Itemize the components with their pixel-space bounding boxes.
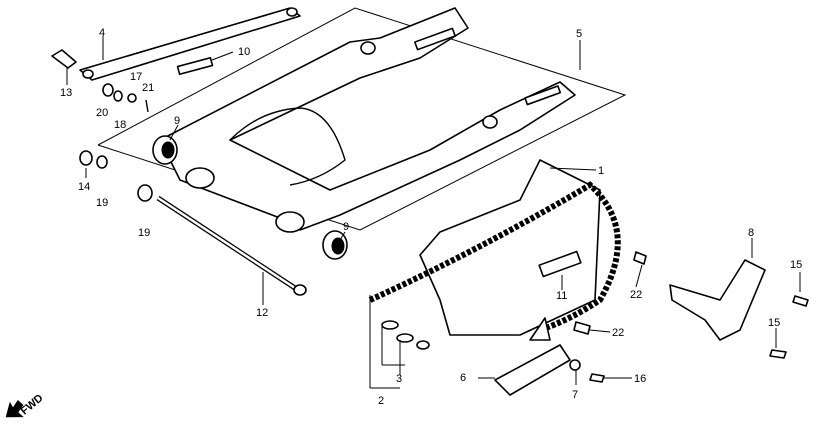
callout-2: 2	[378, 395, 384, 407]
callout-14: 14	[78, 181, 90, 193]
callout-7: 7	[572, 389, 578, 401]
callout-19a: 19	[96, 197, 108, 209]
callout-9a: 9	[174, 115, 180, 127]
bushing-upper	[152, 135, 178, 165]
chain-case-part	[419, 159, 601, 336]
bolt-22a	[633, 251, 647, 265]
bushing-lower	[322, 230, 348, 260]
callout-21: 21	[142, 82, 154, 94]
callout-15a: 15	[790, 259, 802, 271]
swingarm-part	[159, 7, 576, 233]
bolt-13	[51, 49, 77, 69]
fwd-label: FWD	[19, 392, 46, 417]
nut-17	[127, 93, 137, 103]
bolt-15b	[769, 349, 787, 359]
callout-9b: 9	[343, 221, 349, 233]
bolt-22b	[573, 321, 591, 335]
bracket-part	[669, 259, 766, 341]
master-link-parts	[381, 320, 430, 350]
leader-lines	[66, 36, 801, 389]
callout-11: 11	[556, 290, 567, 302]
callout-16: 16	[634, 373, 646, 385]
washer-20	[102, 83, 114, 97]
callout-22a: 22	[630, 289, 642, 301]
callout-8: 8	[748, 227, 754, 239]
callout-6: 6	[460, 372, 466, 384]
callout-10: 10	[238, 46, 250, 58]
drive-chain-part	[368, 181, 621, 333]
callout-20: 20	[96, 107, 108, 119]
fitting-14	[79, 150, 93, 166]
pivot-bolt-part	[156, 195, 307, 296]
pin-21	[145, 99, 149, 113]
slider-plate-part	[176, 56, 214, 76]
callout-18: 18	[114, 119, 126, 131]
nut-7	[569, 359, 581, 371]
washer-19a	[96, 155, 108, 169]
callout-5: 5	[576, 28, 582, 40]
callout-17: 17	[130, 71, 142, 83]
callout-13: 13	[60, 87, 72, 99]
callout-4: 4	[99, 27, 105, 39]
bolt-16	[589, 373, 605, 383]
callout-labels: 1 2 3 4 5 6 7 8 9 9 10 11 12 13 14 15 15…	[60, 27, 802, 407]
washer-18	[113, 90, 123, 102]
callout-12: 12	[256, 307, 268, 319]
stay-bar-part	[79, 7, 301, 81]
forward-arrow-icon: FWD	[5, 392, 46, 417]
callout-22b: 22	[612, 327, 624, 339]
washer-19b	[137, 184, 153, 202]
chain-guide-part	[494, 317, 571, 396]
callout-3: 3	[396, 373, 402, 385]
callout-15b: 15	[768, 317, 780, 329]
bolt-15a	[792, 295, 809, 307]
callout-19b: 19	[138, 227, 150, 239]
callout-1: 1	[598, 165, 604, 177]
